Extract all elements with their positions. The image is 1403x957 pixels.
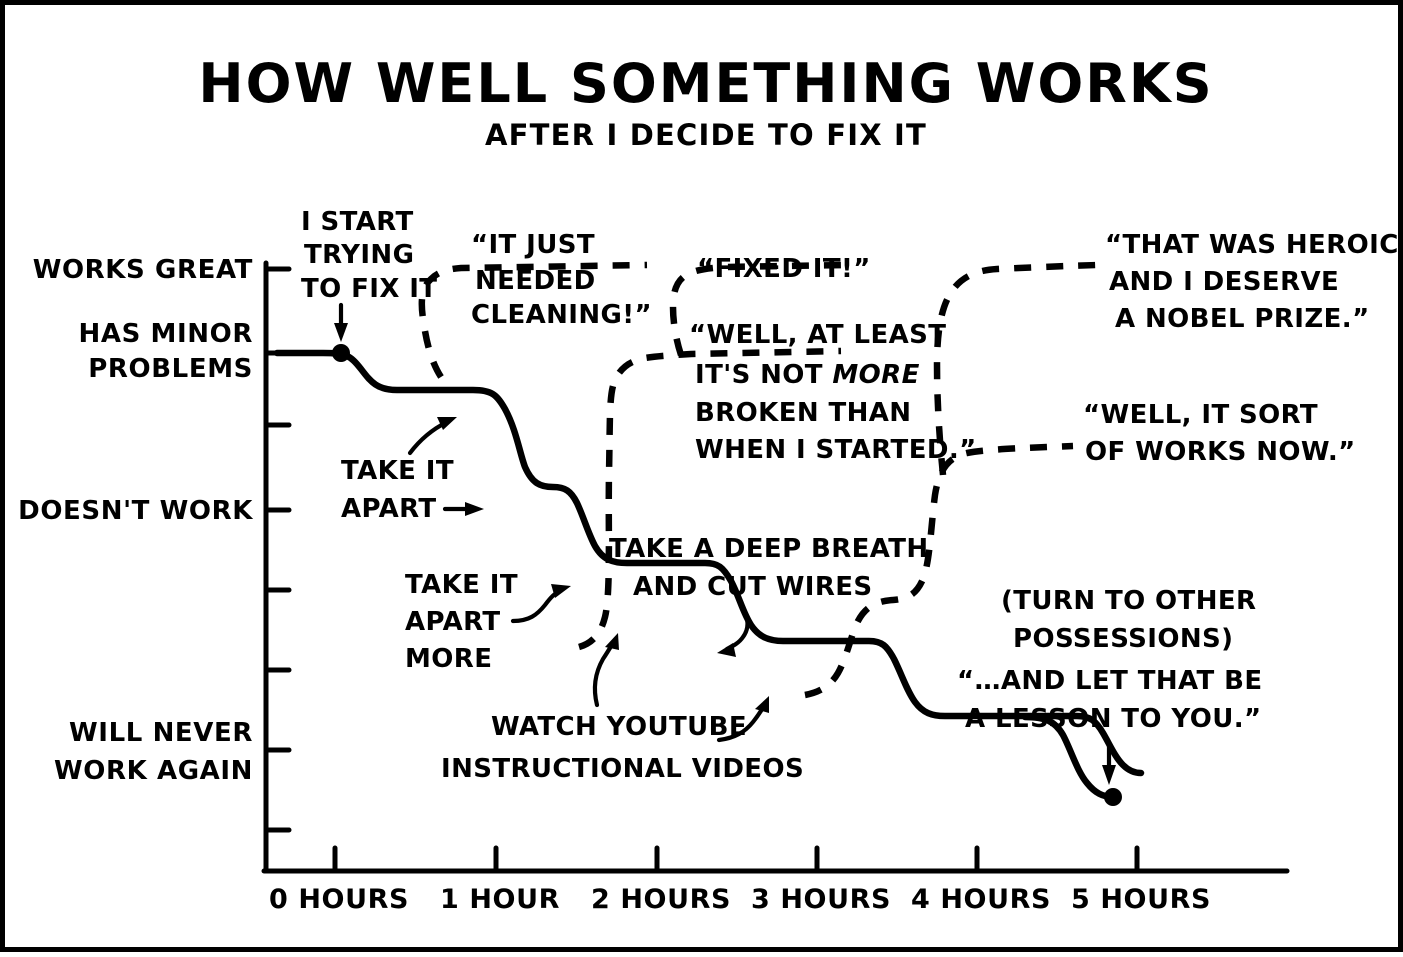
annotation-line: A NOBEL PRIZE.”	[1115, 304, 1370, 334]
annotation-line: BROKEN THAN	[695, 398, 911, 428]
axes	[261, 260, 1290, 874]
annotation-line: “FIXED IT!”	[697, 254, 871, 284]
x-label-3-hours: 3 HOURS	[751, 884, 891, 915]
x-label-0-hours: 0 HOURS	[269, 884, 409, 915]
series-actual-outcome-tail	[1021, 713, 1117, 801]
annotation-not-more-broken: “WELL, AT LEAST IT'S NOT MORE BROKEN THA…	[689, 320, 977, 465]
annotation-line: “IT JUST	[471, 230, 595, 260]
annotation-line: TAKE IT	[341, 456, 454, 486]
annotation-line-with-italic: IT'S NOT MORE	[695, 360, 920, 390]
annotation-line: APART	[405, 607, 501, 637]
arrow-right-icon	[442, 502, 484, 516]
annotation-youtube-videos: WATCH YOUTUBE INSTRUCTIONAL VIDEOS	[441, 633, 804, 784]
chart-stage: HOW WELL SOMETHING WORKS AFTER I DECIDE …	[5, 5, 1403, 957]
x-label-2-hours: 2 HOURS	[591, 884, 731, 915]
x-label-4-hours: 4 HOURS	[911, 884, 1051, 915]
series-actual-outcome	[273, 349, 1145, 777]
series-optimistic-branch-2	[577, 347, 842, 651]
annotation-line: TAKE A DEEP BREATH	[609, 534, 929, 564]
annotation-line: APART	[341, 494, 437, 524]
annotation-line: MORE	[405, 644, 492, 674]
y-label-will-never: WILL NEVER	[69, 718, 253, 748]
annotation-line: “THAT WAS HEROIC	[1105, 230, 1399, 260]
arrow-curve-up-right-icon-2	[716, 696, 769, 743]
annotation-take-it-apart: TAKE IT APART	[341, 417, 484, 524]
x-label-5-hours: 5 HOURS	[1071, 884, 1211, 915]
annotation-sort-of-works: “WELL, IT SORT OF WORKS NOW.”	[1083, 400, 1356, 467]
annotation-text-plain: IT'S NOT	[695, 360, 832, 390]
annotation-line: “…AND LET THAT BE	[957, 666, 1262, 696]
annotation-line: TAKE IT	[405, 570, 518, 600]
annotation-just-cleaning: “IT JUST NEEDED CLEANING!”	[471, 230, 652, 330]
arrow-curve-up-icon	[592, 633, 619, 708]
annotation-line: POSSESSIONS)	[1013, 624, 1233, 654]
arrow-down-icon-2	[1102, 742, 1116, 785]
annotation-take-it-apart-more: TAKE IT APART MORE	[405, 570, 571, 674]
annotation-line: AND I DESERVE	[1109, 267, 1339, 297]
series-optimistic-branch-3	[804, 442, 1074, 699]
chart-title: HOW WELL SOMETHING WORKS	[198, 52, 1213, 115]
annotation-line: WATCH YOUTUBE	[491, 712, 747, 742]
y-label-works-great: WORKS GREAT	[33, 255, 253, 285]
y-label-problems: PROBLEMS	[88, 354, 253, 384]
arrow-curve-up-right-icon	[407, 417, 457, 456]
annotation-line: TRYING	[304, 240, 414, 270]
start-point-marker	[332, 344, 350, 362]
arrow-down-icon	[334, 302, 348, 342]
annotation-line: AND CUT WIRES	[633, 572, 873, 602]
chart-svg: HOW WELL SOMETHING WORKS AFTER I DECIDE …	[18, 52, 1399, 915]
annotation-deep-breath: TAKE A DEEP BREATH AND CUT WIRES	[609, 534, 929, 657]
annotation-line: TO FIX IT	[301, 274, 437, 304]
annotation-heroic-nobel: “THAT WAS HEROIC AND I DESERVE A NOBEL P…	[1105, 230, 1399, 334]
arrow-curve-down-left-icon	[717, 606, 750, 657]
chart-subtitle: AFTER I DECIDE TO FIX IT	[485, 118, 927, 152]
y-label-doesnt-work: DOESN'T WORK	[18, 496, 253, 526]
annotation-line: A LESSON TO YOU.”	[965, 704, 1261, 734]
series-optimistic-branch-2b	[669, 261, 848, 357]
series-optimistic-branch-3b	[933, 261, 1098, 476]
annotation-line: “WELL, IT SORT	[1083, 400, 1318, 430]
annotation-lesson-to-you: (TURN TO OTHER POSSESSIONS) “…AND LET TH…	[957, 586, 1262, 785]
y-label-work-again: WORK AGAIN	[54, 756, 253, 786]
annotation-start-trying: I START TRYING TO FIX IT	[301, 207, 437, 342]
annotation-line: CLEANING!”	[471, 300, 652, 330]
annotation-line: INSTRUCTIONAL VIDEOS	[441, 754, 804, 784]
annotation-line: “WELL, AT LEAST	[689, 320, 946, 350]
annotation-fixed-it: “FIXED IT!”	[697, 254, 871, 284]
arrow-curve-right-icon	[510, 584, 571, 624]
annotation-line: (TURN TO OTHER	[1001, 586, 1256, 616]
annotation-line: WHEN I STARTED.”	[695, 435, 977, 465]
annotation-line: OF WORKS NOW.”	[1085, 437, 1356, 467]
annotation-text-italic: MORE	[832, 360, 919, 390]
annotation-line: I START	[301, 207, 414, 237]
annotation-line: NEEDED	[475, 266, 596, 296]
y-label-has-minor: HAS MINOR	[79, 319, 254, 349]
x-label-1-hour: 1 HOUR	[440, 884, 560, 915]
